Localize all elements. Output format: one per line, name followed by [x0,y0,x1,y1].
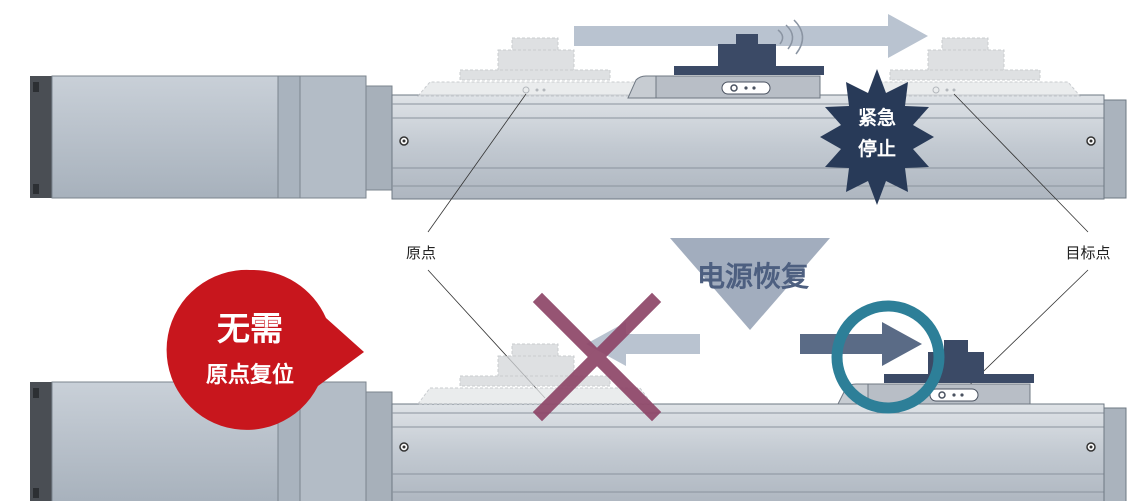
emergency-stop-badge: 紧急 停止 [820,69,934,205]
ghost-carriage-target-top [864,37,1082,97]
emergency-stop-line2: 停止 [858,137,896,160]
carriage-top [627,34,824,99]
wave-icon [777,19,804,55]
power-recovery-indicator: 电源恢复 [670,238,830,330]
no-homing-line1: 无需 [217,309,283,348]
cross-icon [532,292,662,422]
arrow-icon [800,322,922,366]
emergency-stop-line1: 紧急 [858,106,896,129]
carriage-bottom [837,340,1034,405]
origin-leader-top [427,93,527,233]
motor-top [30,75,393,199]
target-label: 目标点 [1065,244,1110,262]
rail-bottom [391,403,1127,501]
down-triangle-icon [670,238,830,330]
starburst-icon [820,69,934,205]
ghost-carriage-origin-bottom [417,343,653,405]
actuator-bottom [30,292,1127,501]
target-leader-top [953,93,1089,233]
rail-top [391,94,1127,200]
ghost-carriage-origin-top [416,37,654,97]
origin-label: 原点 [406,244,436,262]
power-recovery-label: 电源恢复 [697,260,809,293]
speech-bubble-icon [166,269,364,430]
motor-bottom [30,381,393,501]
no-homing-line2: 原点复位 [206,362,294,388]
circle-icon [831,300,945,414]
no-homing-badge: 无需 原点复位 [166,269,364,430]
actuator-top: 紧急 停止 [30,14,1127,205]
